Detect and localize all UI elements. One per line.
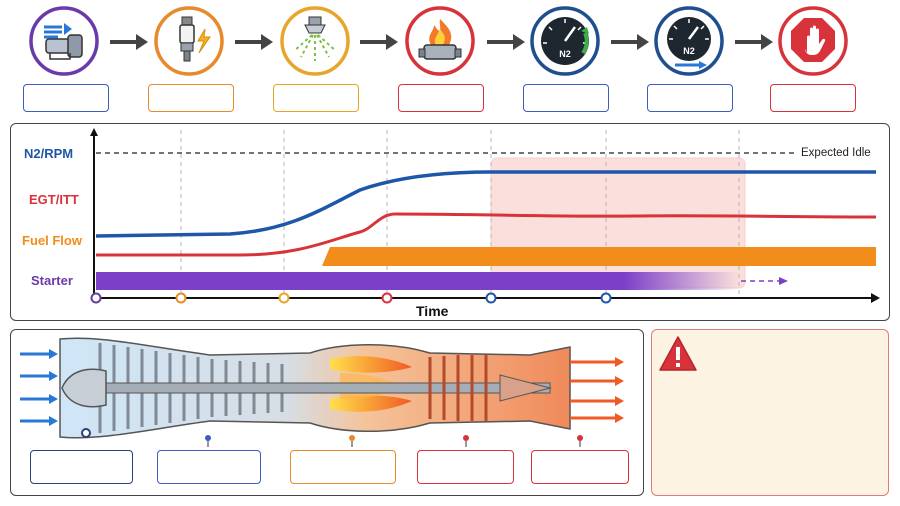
component-callout-pins	[81, 428, 583, 447]
svg-text:N2: N2	[559, 49, 571, 59]
starter-continuation-arrow	[779, 277, 788, 285]
air-intake-icon	[29, 6, 99, 76]
n2-series-label: N2/RPM	[24, 146, 74, 161]
exhaust-flow-arrows	[570, 357, 624, 423]
n2-gauge-rising-icon: N2	[530, 6, 600, 76]
fuel-spray-nozzle-icon	[280, 6, 350, 76]
fuel-flow-series-label: Fuel Flow	[22, 233, 82, 248]
turbine-engine-cutaway	[20, 337, 624, 447]
time-axis-label: Time	[416, 303, 449, 319]
engine-shaft	[89, 382, 551, 394]
arrow-icon	[735, 34, 773, 50]
arrow-icon	[110, 34, 148, 50]
component-label-box-combustor	[290, 450, 396, 484]
arrow-icon	[360, 34, 398, 50]
svg-text:N2: N2	[683, 46, 695, 56]
egt-line	[96, 212, 877, 257]
expected-idle-label: Expected Idle	[801, 147, 871, 159]
step-label-box-7	[770, 84, 856, 112]
exhaust-cone	[499, 374, 552, 402]
arrow-icon	[235, 34, 273, 50]
egt-series-label: EGT/ITT	[29, 192, 79, 207]
arrow-icon	[487, 34, 525, 50]
arrow-icon	[611, 34, 649, 50]
starter-series-label: Starter	[31, 273, 73, 288]
component-label-box-compressor	[157, 450, 261, 484]
step-label-box-3	[273, 84, 359, 112]
warning-triangle-icon	[659, 336, 697, 371]
step-label-box-4	[398, 84, 484, 112]
step-label-box-6	[647, 84, 733, 112]
warning-panel	[651, 329, 889, 496]
timeline-chart	[90, 128, 880, 304]
stop-hand-icon	[778, 6, 848, 76]
phase-markers	[90, 292, 612, 304]
inlet-spinner	[61, 368, 107, 408]
component-label-box-turbine	[417, 450, 514, 484]
combustor-flame-icon	[405, 6, 475, 76]
component-label-box-exhaust	[531, 450, 629, 484]
n2-gauge-stable-icon: N2	[654, 6, 724, 76]
component-label-box-intake	[30, 450, 133, 484]
fuel-flow-bar	[322, 247, 876, 266]
step-label-box-2	[148, 84, 234, 112]
inlet-airflow-arrows	[20, 349, 58, 426]
step-label-box-1	[23, 84, 109, 112]
starter-bar	[96, 272, 739, 290]
igniter-spark-icon	[154, 6, 224, 76]
stabilization-window	[490, 157, 746, 289]
step-label-box-5	[523, 84, 609, 112]
turbine-blades	[428, 355, 488, 421]
n2-line	[95, 170, 876, 238]
